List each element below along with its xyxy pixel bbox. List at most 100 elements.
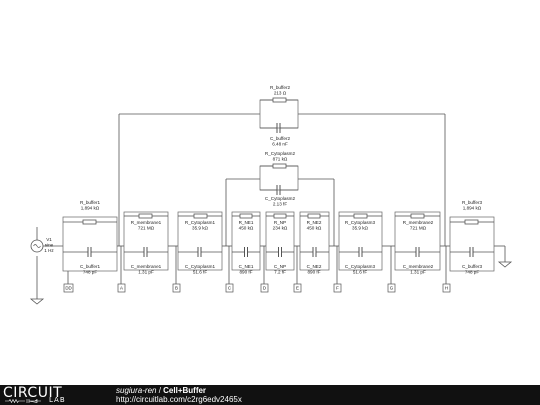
c-cytoplasm1-label: C_Cytoplasm1 [185,264,216,269]
resistor-icon [193,213,208,219]
r-buffer2-label: R_buffer2 [270,85,291,90]
node-tag-f[interactable]: F [333,283,342,293]
r-np-value: 234 kΩ [273,226,288,231]
block-buffer2[interactable] [259,97,299,133]
r-ne2-value: 450 kΩ [307,226,322,231]
logo-lab-text: LAB [49,396,66,404]
c-buffer2-label: C_buffer2 [270,136,291,141]
r-ne1-value: 450 kΩ [239,226,254,231]
c-ne1-value: 890 fF [239,270,252,275]
r-cytoplasm3-value: 35.9 kΩ [352,226,369,231]
c-membrane2-label: C_membrane2 [403,264,434,269]
resistor-icon [272,163,287,169]
r-buffer1-label: R_buffer1 [80,200,101,205]
resistor-icon [464,219,479,225]
r-buffer3-value: 1,894 kΩ [463,206,482,211]
svg-text:H: H [445,286,448,291]
c-membrane1-value: 1.31 pF [138,270,154,275]
circuit-schematic: V1 sine 1 Hz R_buffer1 1,894 kΩ C_buffer… [29,85,513,305]
block-ne1[interactable] [231,211,261,271]
svg-text:E: E [296,286,299,291]
block-cytoplasm3[interactable] [338,211,383,271]
ground-icon [497,261,513,268]
r-ne1-label: R_NE1 [239,220,254,225]
r-membrane1-value: 721 MΩ [138,226,155,231]
svg-text:F: F [336,286,339,291]
block-ne2[interactable] [299,211,330,271]
c-buffer2-value: 6.48 nF [272,142,288,147]
c-membrane2-value: 1.31 pF [410,270,426,275]
c-buffer1-value: 748 pF [83,270,97,275]
r-membrane2-value: 721 MΩ [410,226,427,231]
node-tag-d[interactable]: D [260,283,269,293]
wiring [36,113,506,296]
node-tag-g[interactable]: G [387,283,396,293]
circuit-url-link[interactable]: http://circuitlab.com/c2rg6edv2465x [116,395,242,404]
r-cytoplasm2-value: 871 kΩ [273,157,288,162]
block-cytoplasm2[interactable] [259,163,299,195]
source-label: V1 [46,237,52,242]
c-cytoplasm3-label: C_Cytoplasm3 [345,264,376,269]
c-cytoplasm2-value: 2.13 fF [273,202,287,207]
ground-icon [29,296,45,305]
footer-bar: CIRCUIT LAB sugiura-ren / Cell+Buffer ht… [0,385,540,405]
c-ne2-value: 890 fF [307,270,320,275]
r-buffer3-label: R_buffer3 [462,200,483,205]
c-buffer3-label: C_buffer3 [462,264,483,269]
resistor-icon [273,213,287,219]
svg-text:DD: DD [65,286,71,291]
r-buffer1-value: 1,894 kΩ [81,206,100,211]
sine-source-icon[interactable] [30,239,44,253]
r-membrane1-label: R_membrane1 [131,220,162,225]
c-ne1-label: C_NE1 [239,264,254,269]
resistor-icon [239,213,253,219]
block-buffer3[interactable] [449,216,495,272]
svg-text:A: A [120,286,123,291]
r-cytoplasm2-label: R_Cytoplasm2 [265,151,296,156]
r-ne2-label: R_NE2 [307,220,322,225]
c-cytoplasm2-label: C_Cytoplasm2 [265,196,296,201]
author-link[interactable]: sugiura-ren [116,386,157,395]
c-cytoplasm1-value: 51.6 fF [193,270,207,275]
node-tag-b[interactable]: B [172,283,181,293]
source-freq: 1 Hz [44,248,54,253]
c-np-value: 7.2 fF [274,270,286,275]
block-np[interactable] [265,211,295,271]
circuit-title: Cell+Buffer [163,386,207,395]
c-ne2-label: C_NE2 [307,264,322,269]
c-np-label: C_NP [274,264,286,269]
node-tag-a[interactable]: A [117,283,126,293]
block-membrane2[interactable] [394,211,441,271]
node-tag-dd[interactable]: DD [63,283,74,293]
circuitlab-logo[interactable]: CIRCUIT LAB [3,385,91,404]
resistor-icon [82,219,97,225]
resistor-icon [410,213,425,219]
resistor-icon [307,213,321,219]
c-membrane1-label: C_membrane1 [131,264,162,269]
svg-text:G: G [390,286,394,291]
resistor-icon [353,213,368,219]
svg-text:D: D [263,286,266,291]
block-buffer1[interactable] [62,216,118,272]
source-type: sine [45,243,54,248]
block-membrane1[interactable] [123,211,169,271]
svg-text:B: B [175,286,178,291]
footer-meta: sugiura-ren / Cell+Buffer http://circuit… [116,386,242,404]
r-buffer2-value: 213 Ω [274,91,287,96]
logo-wordmark: CIRCUIT [3,385,63,401]
node-tag-e[interactable]: E [293,283,302,293]
r-np-label: R_NP [274,220,286,225]
svg-text:C: C [228,286,231,291]
r-membrane2-label: R_membrane2 [403,220,434,225]
logo-resistor-icon [5,399,41,403]
node-tag-h[interactable]: H [442,283,451,293]
c-buffer3-value: 748 pF [465,270,479,275]
resistor-icon [272,97,287,103]
node-tag-c[interactable]: C [225,283,234,293]
title-separator: / [156,386,164,395]
block-cytoplasm1[interactable] [177,211,223,271]
r-cytoplasm1-label: R_Cytoplasm1 [185,220,216,225]
c-cytoplasm3-value: 51.6 fF [353,270,367,275]
r-cytoplasm1-value: 35.9 kΩ [192,226,209,231]
resistor-icon [138,213,153,219]
